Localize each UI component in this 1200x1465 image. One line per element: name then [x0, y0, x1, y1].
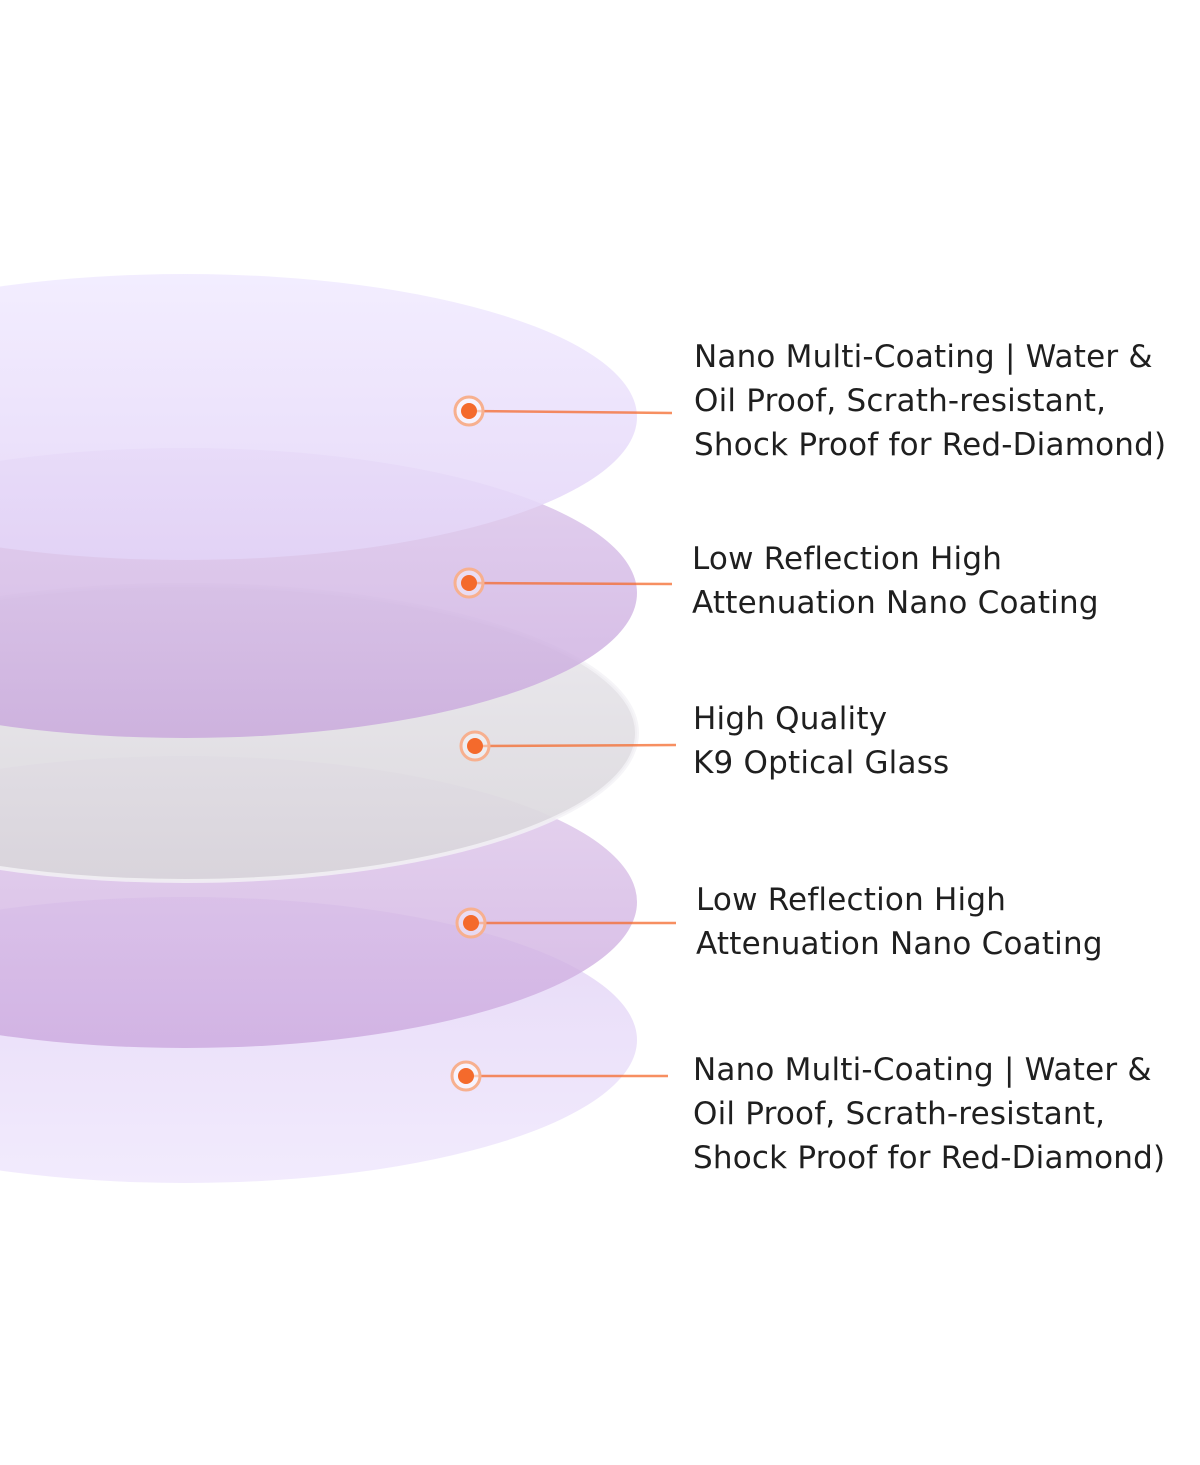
- layer-label-optical-glass: High Quality K9 Optical Glass: [693, 697, 949, 785]
- layer-label-line: Nano Multi-Coating | Water &: [693, 1052, 1152, 1088]
- callout-dot-icon: [461, 575, 477, 591]
- layer-label-line: Attenuation Nano Coating: [692, 585, 1099, 622]
- callout-dot-icon: [467, 738, 483, 754]
- layer-label-top-coating: Nano Multi-Coating | Water & Oil Proof, …: [694, 335, 1166, 467]
- layer-label-line: Attenuation Nano Coating: [696, 926, 1103, 963]
- callout-dot-icon: [458, 1068, 474, 1084]
- callout-dot-icon: [463, 915, 479, 931]
- layer-label-line: Low Reflection High: [692, 541, 1003, 577]
- layer-label-line: High Quality: [693, 701, 888, 737]
- layer-label-line: Nano Multi-Coating | Water &: [694, 339, 1153, 375]
- callout-dot-icon: [461, 403, 477, 419]
- layer-label-line: Low Reflection High: [696, 882, 1007, 918]
- layer-label-line: K9 Optical Glass: [693, 745, 950, 782]
- callout-3: [455, 907, 676, 939]
- callout-2: [459, 730, 677, 762]
- callout-1: [453, 567, 673, 599]
- layer-label-upper-nano-coating: Low Reflection High Attenuation Nano Coa…: [692, 537, 1099, 625]
- layer-label-line: Shock Proof for Red-Diamond): [693, 1140, 1166, 1177]
- layer-disc-0: [0, 274, 637, 560]
- layer-label-line: Oil Proof, Scrath-resistant,: [694, 383, 1107, 420]
- layer-label-lower-nano-coating: Low Reflection High Attenuation Nano Coa…: [696, 878, 1103, 966]
- layer-label-bottom-coating: Nano Multi-Coating | Water & Oil Proof, …: [693, 1048, 1165, 1180]
- layer-label-line: Shock Proof for Red-Diamond): [694, 427, 1167, 464]
- callout-0: [453, 395, 673, 427]
- layer-label-line: Oil Proof, Scrath-resistant,: [693, 1096, 1106, 1133]
- callout-4: [450, 1060, 668, 1092]
